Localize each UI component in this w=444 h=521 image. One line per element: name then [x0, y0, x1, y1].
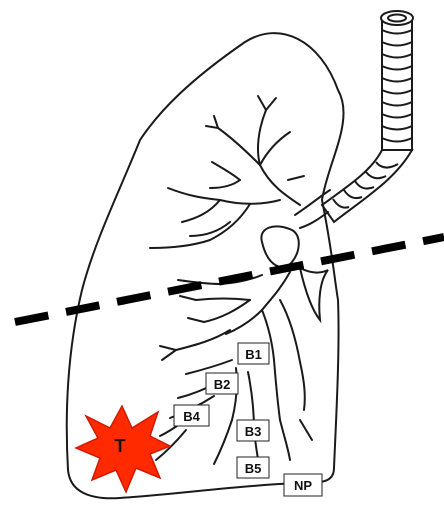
segment-label-b4: B4	[174, 405, 209, 426]
segment-label-np: NP	[284, 474, 322, 496]
segment-label-b3-text: B3	[245, 424, 262, 439]
segment-label-b3: B3	[237, 420, 269, 441]
segment-label-b1-text: B1	[245, 347, 262, 362]
tumor: T	[76, 406, 170, 492]
segment-label-b5-text: B5	[245, 461, 262, 476]
segment-label-b5: B5	[237, 457, 269, 478]
upper-bronchial-tree	[150, 96, 330, 248]
main-bronchus	[322, 150, 412, 222]
segment-label-b2: B2	[206, 373, 238, 394]
hilum	[261, 226, 298, 267]
segment-label-np-text: NP	[294, 478, 312, 493]
dashed-resection-line	[15, 237, 444, 322]
segment-label-b4-text: B4	[183, 409, 200, 424]
segment-label-b1: B1	[238, 343, 269, 364]
tumor-label: T	[115, 436, 126, 456]
segment-label-b2-text: B2	[214, 377, 231, 392]
